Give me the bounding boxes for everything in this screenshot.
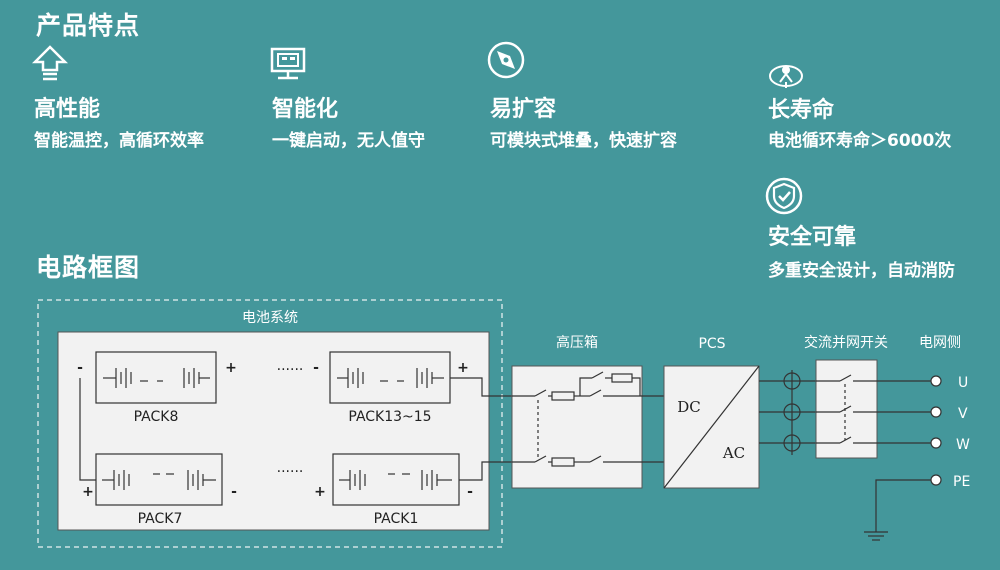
pack1-minus: - bbox=[467, 484, 473, 500]
pack7-label: PACK7 bbox=[138, 511, 183, 527]
battery-system-label: 电池系统 bbox=[242, 310, 298, 326]
grid-switch-contacts bbox=[816, 374, 877, 444]
pack8-box bbox=[95, 351, 217, 404]
features-heading: 产品特点 bbox=[36, 11, 141, 40]
pack13-15-plus: + bbox=[457, 360, 469, 376]
hv-box-label: 高压箱 bbox=[556, 334, 598, 351]
pcs-dc-label: DC bbox=[677, 398, 701, 416]
feature-title: 易扩容 bbox=[490, 97, 557, 122]
feature-desc: 智能温控，高循环效率 bbox=[34, 131, 204, 151]
feature-safety bbox=[764, 176, 804, 220]
battery-panel bbox=[57, 331, 490, 531]
pack7-minus: - bbox=[231, 484, 237, 500]
feature-performance bbox=[30, 44, 70, 88]
shield-check-icon bbox=[765, 177, 803, 215]
feature-desc: 可模块式堆叠，快速扩容 bbox=[490, 131, 677, 151]
grid-switch-label: 交流并网开关 bbox=[804, 334, 888, 351]
battery-cell-icon bbox=[339, 470, 452, 490]
pack1-label: PACK1 bbox=[374, 511, 419, 527]
pcs-label: PCS bbox=[698, 336, 725, 352]
battery-cell-icon bbox=[103, 368, 210, 388]
compass-icon bbox=[487, 41, 525, 79]
ct-symbols bbox=[759, 370, 816, 455]
grid-lines bbox=[864, 380, 931, 541]
battery-cell-icon bbox=[337, 368, 444, 388]
feature-expand bbox=[486, 40, 526, 84]
hv-circuit bbox=[512, 371, 664, 467]
pack7-plus: + bbox=[82, 484, 94, 500]
feature-desc: 一键启动，无人值守 bbox=[272, 131, 425, 151]
feature-title: 智能化 bbox=[272, 97, 339, 122]
feature-title: 安全可靠 bbox=[768, 225, 857, 250]
pack1-plus: + bbox=[314, 484, 326, 500]
hv-box bbox=[511, 365, 643, 489]
feature-desc: 电池循环寿命＞6000次 bbox=[768, 131, 952, 151]
pack8-minus: - bbox=[77, 360, 83, 376]
pcs-ac-label: AC bbox=[722, 444, 745, 462]
phase-v-label: V bbox=[958, 406, 968, 422]
grid-side-label: 电网侧 bbox=[919, 335, 961, 351]
feature-desc: 多重安全设计，自动消防 bbox=[768, 261, 955, 281]
feature-title: 长寿命 bbox=[768, 98, 835, 123]
feature-title: 高性能 bbox=[34, 97, 101, 122]
dots-bottom: ······ bbox=[277, 464, 304, 480]
pack8-plus: + bbox=[225, 360, 237, 376]
dots-top: ······ bbox=[277, 362, 304, 378]
phase-u-label: U bbox=[958, 375, 968, 391]
pack13-15-minus: - bbox=[313, 360, 319, 376]
pcs-diagonal bbox=[663, 365, 760, 489]
arrow-up-icon bbox=[31, 45, 69, 81]
battery-system-frame bbox=[37, 299, 503, 548]
feature-smart bbox=[268, 44, 308, 88]
circuit-heading: 电路框图 bbox=[36, 253, 141, 282]
pack8-label: PACK8 bbox=[134, 409, 179, 425]
pack-wires bbox=[79, 377, 512, 481]
lamp-icon bbox=[769, 65, 803, 88]
pack13-15-label: PACK13~15 bbox=[348, 409, 431, 425]
battery-cell-icon bbox=[102, 470, 216, 490]
phase-w-label: W bbox=[956, 437, 970, 453]
feature-longlife bbox=[766, 56, 806, 100]
phase-pe-label: PE bbox=[953, 474, 970, 490]
monitor-icon bbox=[270, 47, 306, 80]
grid-terminals bbox=[930, 375, 942, 486]
